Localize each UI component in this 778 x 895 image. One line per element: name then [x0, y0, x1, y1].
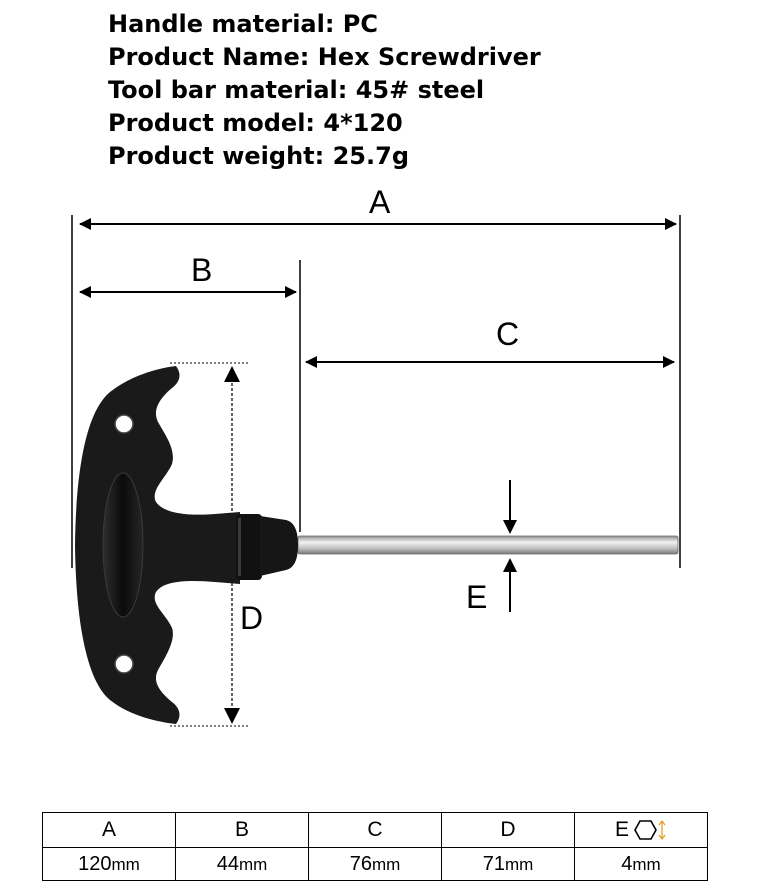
dimension-label-e: E	[466, 579, 488, 615]
value-unit: mm	[238, 854, 268, 874]
value-num: 71	[482, 852, 505, 875]
value-unit: mm	[111, 854, 140, 874]
d-arrow-top	[224, 366, 240, 382]
spec-list: Handle material: PC Product Name: Hex Sc…	[108, 8, 541, 173]
hex-size-icon	[634, 820, 666, 841]
spec-handle-material: Handle material: PC	[108, 10, 378, 38]
value-unit: mm	[632, 854, 661, 874]
spec-product-weight: Product weight: 25.7g	[108, 142, 409, 170]
dimension-table-grid: A B C D E 120mm 44mm 76mm 71mm 4mm	[42, 812, 708, 881]
dimension-label-c: C	[496, 316, 520, 352]
handle-nose	[260, 516, 298, 576]
table-value-d: 71mm	[441, 847, 575, 881]
dimension-table: A B C D E 120mm 44mm 76mm 71mm 4mm	[42, 812, 708, 881]
table-header-c: C	[308, 812, 442, 848]
table-value-e: 4mm	[574, 847, 708, 881]
value-num: 120	[78, 852, 112, 875]
dimension-label-a: A	[369, 184, 391, 220]
table-value-a: 120mm	[42, 847, 176, 881]
table-header-e: E	[614, 818, 629, 841]
spec-product-model: Product model: 4*120	[108, 109, 403, 137]
value-num: 4	[621, 852, 633, 875]
collar-highlight	[238, 518, 241, 576]
value-num: 76	[349, 852, 372, 875]
table-value-c: 76mm	[308, 847, 442, 881]
e-arrow-bottom	[503, 558, 517, 572]
table-header-b: B	[175, 812, 309, 848]
table-value-b: 44mm	[175, 847, 309, 881]
table-value-row: 120mm 44mm 76mm 71mm 4mm	[42, 847, 708, 881]
value-num: 44	[216, 852, 239, 875]
t-handle	[75, 366, 240, 724]
value-unit: mm	[371, 854, 401, 874]
table-header-d: D	[441, 812, 575, 848]
e-arrow-top	[503, 520, 517, 534]
spec-product-name: Product Name: Hex Screwdriver	[108, 43, 541, 71]
handle-hole-bottom	[114, 654, 134, 674]
screwdriver-diagram	[71, 215, 681, 727]
table-header-e-cell: E	[574, 812, 708, 848]
dimension-label-b: B	[191, 252, 213, 288]
hex-shaft	[297, 535, 679, 555]
dimension-label-d: D	[240, 600, 264, 636]
d-arrow-bottom	[224, 708, 240, 724]
table-header-row: A B C D E	[42, 812, 708, 848]
spec-tool-bar-material: Tool bar material: 45# steel	[108, 76, 485, 104]
grip-recess	[102, 472, 144, 618]
handle-collar	[236, 514, 262, 580]
value-unit: mm	[504, 854, 534, 874]
table-header-a: A	[42, 812, 176, 848]
handle-hole-top	[114, 414, 134, 434]
